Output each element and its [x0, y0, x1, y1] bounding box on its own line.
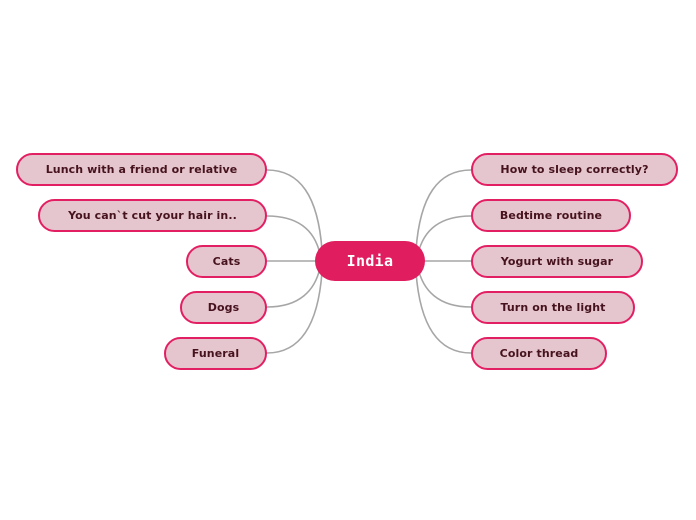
connector-right-4: [415, 271, 472, 354]
node-label: Bedtime routine: [499, 209, 603, 222]
node-label: Color thread: [499, 347, 579, 360]
node-color-thread[interactable]: Color thread: [471, 337, 607, 370]
node-bedtime-routine[interactable]: Bedtime routine: [471, 199, 631, 232]
node-label: You can`t cut your hair in..: [68, 209, 237, 222]
node-label: Yogurt with sugar: [500, 255, 614, 268]
connector-left-3: [266, 267, 321, 308]
node-turn-on-the-light[interactable]: Turn on the light: [471, 291, 635, 324]
connector-left-0: [266, 169, 323, 251]
node-label: How to sleep correctly?: [500, 163, 649, 176]
node-dogs[interactable]: Dogs: [180, 291, 267, 324]
node-you-cant-cut-your-hair-in[interactable]: You can`t cut your hair in..: [38, 199, 267, 232]
central-node-label: India: [346, 252, 394, 270]
node-funeral[interactable]: Funeral: [164, 337, 267, 370]
node-yogurt-with-sugar[interactable]: Yogurt with sugar: [471, 245, 643, 278]
node-label: Funeral: [191, 347, 240, 360]
node-cats[interactable]: Cats: [186, 245, 267, 278]
node-how-to-sleep-correctly[interactable]: How to sleep correctly?: [471, 153, 678, 186]
connector-right-1: [417, 215, 472, 255]
node-label: Turn on the light: [500, 301, 606, 314]
node-label: Dogs: [207, 301, 240, 314]
node-lunch-with-a-friend-or-relative[interactable]: Lunch with a friend or relative: [16, 153, 267, 186]
connector-left-4: [266, 271, 323, 354]
node-label: Lunch with a friend or relative: [45, 163, 238, 176]
central-node-india[interactable]: India: [315, 241, 425, 281]
connector-right-0: [415, 169, 472, 251]
node-label: Cats: [212, 255, 241, 268]
connector-left-1: [266, 215, 321, 255]
connector-right-3: [417, 267, 472, 308]
